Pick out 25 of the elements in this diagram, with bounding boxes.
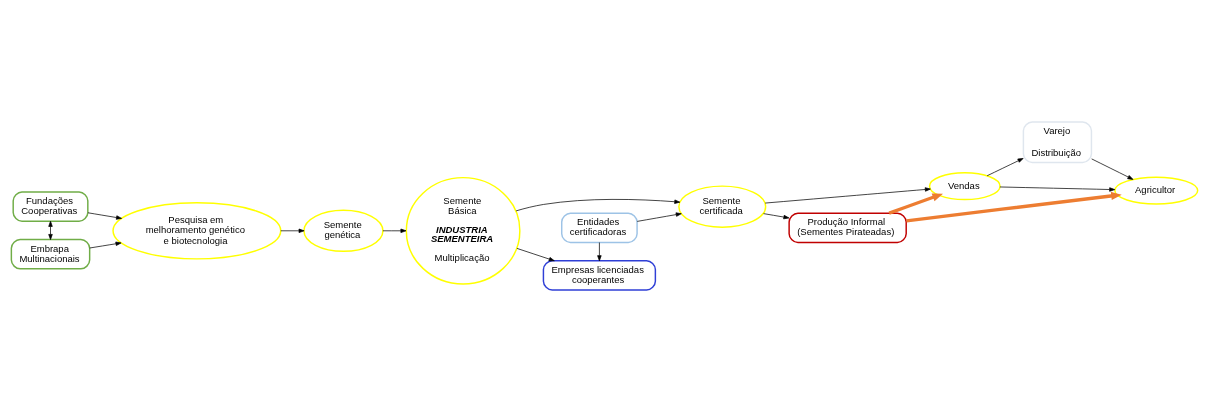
arrow — [764, 187, 931, 204]
arrow — [636, 212, 682, 222]
arrow — [280, 228, 305, 233]
arrow — [999, 186, 1116, 192]
arrow — [89, 241, 122, 249]
arrow — [906, 191, 1122, 223]
node-box: Entidades certificadoras — [561, 212, 638, 244]
arrow — [515, 199, 681, 212]
arrow — [48, 220, 53, 240]
node-box: Produção Informal (Sementes Pirateadas) — [788, 212, 907, 244]
arrow — [888, 193, 943, 215]
arrow — [516, 248, 555, 262]
node-ellipse: Semente certificada — [678, 185, 767, 228]
arrow — [763, 213, 790, 220]
arrow — [87, 212, 122, 220]
arrow — [597, 242, 602, 262]
arrow — [986, 158, 1024, 177]
arrow — [1091, 158, 1134, 180]
node-ellipse: Semente genética — [303, 209, 384, 253]
node-circle: Semente Básica INDUSTRIA SEMENTEIRA Multiplicação — [405, 176, 521, 285]
node-box: Empresas licenciadas cooperantes — [542, 260, 657, 291]
node-box: Varejo Distribuição — [1022, 121, 1093, 164]
node-box: Fundações Cooperativas — [12, 191, 89, 222]
arrow — [382, 228, 407, 233]
node-box: Embrapa Multinacionais — [10, 238, 91, 270]
